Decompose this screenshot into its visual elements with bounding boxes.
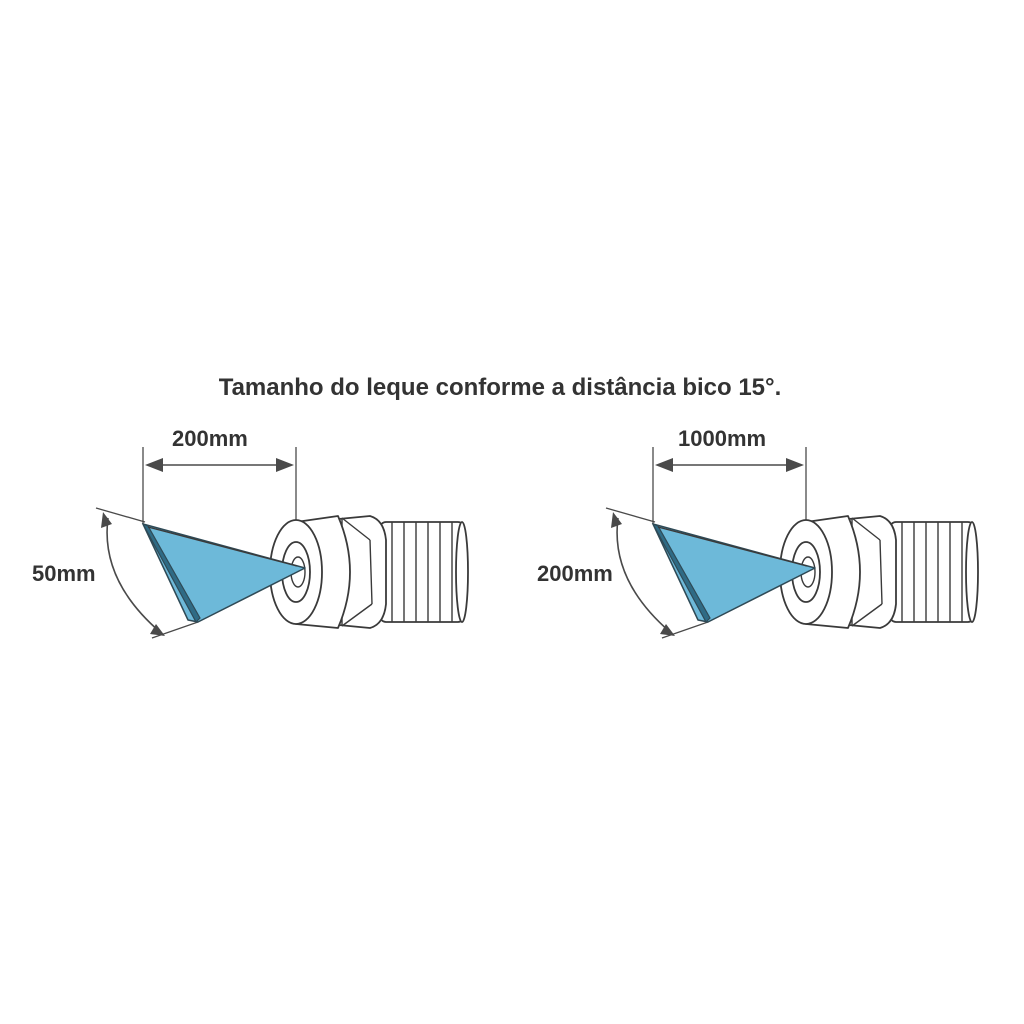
nozzle-figure-left	[95, 446, 469, 639]
nozzle-figure-right	[605, 446, 979, 639]
distance-label-left: 200mm	[172, 426, 248, 451]
distance-label-right: 1000mm	[678, 426, 767, 451]
fan-width-label-left: 50mm	[32, 561, 96, 586]
diagram-title: Tamanho do leque conforme a distância bi…	[218, 374, 782, 401]
fan-width-label-right: 200mm	[537, 561, 613, 586]
